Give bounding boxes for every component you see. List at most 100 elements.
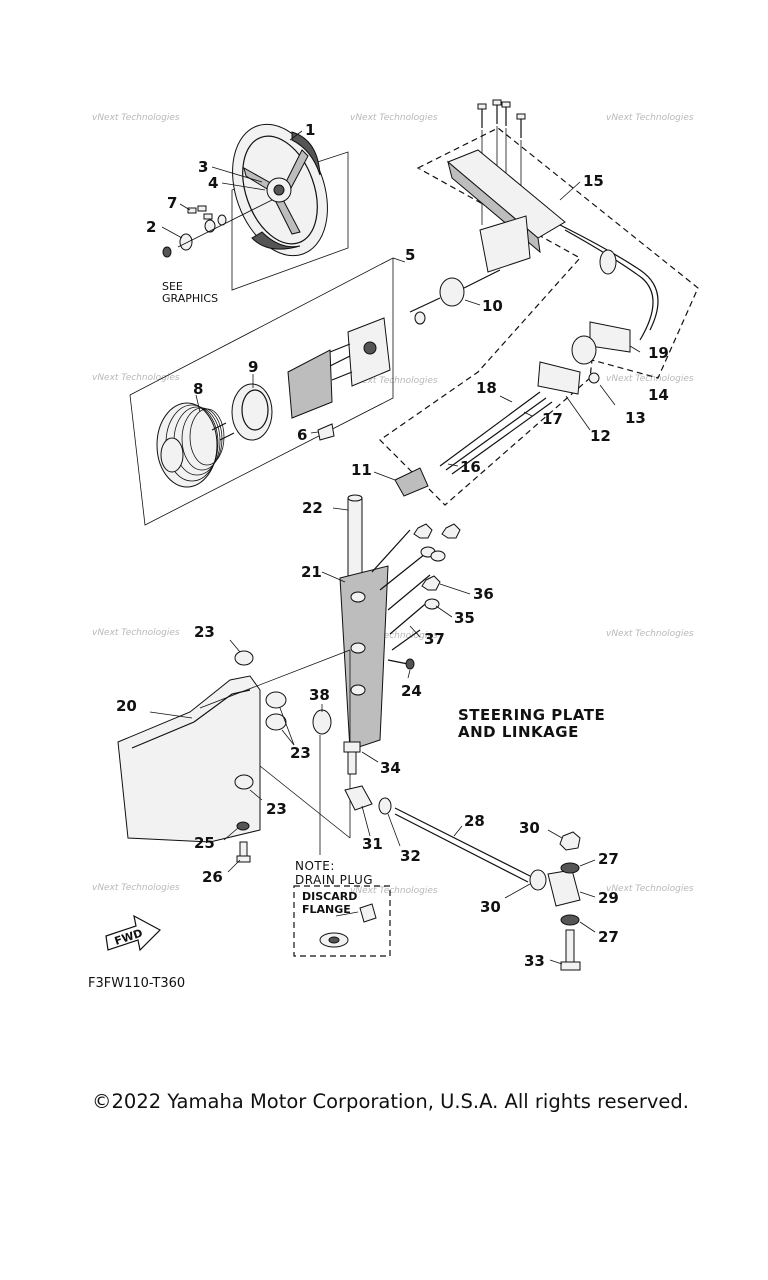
leader-line [579,859,596,867]
cap-part-23 [265,691,287,709]
leader-line [211,166,263,183]
washer-part-32 [378,797,392,815]
callout: 21 [301,563,322,581]
cable-rod [445,397,547,471]
callout: 15 [583,172,604,190]
callout: 8 [193,380,203,398]
fwd-arrow: FWD [105,914,161,952]
watermark: vNext Technologies [92,373,180,383]
flange-center [328,936,340,944]
callout: 19 [648,344,669,362]
leader-line [409,625,421,638]
leader-line [407,669,411,679]
helm-ring [231,383,273,441]
leader-line [259,765,351,839]
cable-end-part-11 [394,467,429,497]
watermarks: vNext Technologies vNext Technologies vN… [92,113,694,896]
figure-code: F3FW110-T360 [88,976,185,991]
callout: 12 [590,427,611,445]
drain-plug-icon [359,903,377,923]
link-part-31 [344,785,373,811]
callout: 16 [460,458,481,476]
bolt-part-33 [565,929,575,963]
bracket-hole [350,591,366,603]
watermark: vNext Technologies [350,886,438,896]
pin-end-24 [405,658,415,670]
discard-line1: DISCARD [302,890,357,903]
callout: 1 [305,121,315,139]
note-dashed-box [293,885,391,957]
watermark: vNext Technologies [92,113,180,123]
leader-line [523,411,533,417]
bolt-head-34 [343,741,361,753]
leader-line [199,649,351,709]
steering-helm-group [129,257,406,526]
callout: 33 [524,952,545,970]
harness-cable [559,224,659,331]
boot-part-12 [537,361,581,395]
callout: 23 [266,800,287,818]
callout: 22 [302,499,323,517]
leader-line [547,829,563,839]
callout: 2 [146,218,156,236]
nut-part-2 [179,233,193,251]
callout: 6 [297,426,307,444]
callout: 20 [116,697,137,715]
callout: 37 [424,630,445,648]
leader-line [599,384,616,406]
callout: 10 [482,297,503,315]
callout: 32 [400,847,421,865]
callout: 11 [351,461,372,479]
leader-line [565,395,591,431]
ball-joint-part-29 [547,869,581,907]
callout: 7 [167,194,177,212]
see-graphics-line1: SEE [162,280,183,293]
leader-line [229,639,241,653]
callout-numbers: 1 2 3 4 5 6 7 8 9 10 11 12 13 14 15 16 1… [116,121,669,970]
callout: 17 [542,410,563,428]
leader-line [332,507,349,511]
helm-panel-outline [129,257,394,526]
helm-shaft-collar [439,277,465,307]
copyright: ©2022 Yamaha Motor Corporation, U.S.A. A… [92,1090,689,1113]
boot-ring-19 [571,335,597,365]
washer-part-27 [560,862,580,874]
bolt [331,371,353,381]
helm-shaft [409,297,441,313]
bracket-hole [350,642,366,654]
drain-plug-note: NOTE: DRAIN PLUG DISCARD FLANGE [293,859,391,957]
pin-part-24 [387,659,409,665]
bolt-head-33 [560,961,581,971]
washers-part-35 [420,546,446,610]
callout: 31 [362,835,383,853]
watermark: vNext Technologies [350,376,438,386]
leader-line [579,891,596,898]
fwd-label: FWD [113,927,144,948]
bolt [329,355,351,367]
steering-wheel-grip [291,131,321,176]
screw [211,422,227,431]
leader-line [221,182,266,191]
leader-line [149,711,193,719]
callout: 30 [519,819,540,837]
callout: 18 [476,379,497,397]
cap-part-23 [234,774,254,790]
bolt-head-26 [236,855,251,863]
callout: 35 [454,609,475,627]
helm-plate-hole [363,341,377,355]
fwd-arrow-icon [105,914,161,952]
bolt [329,343,351,353]
helm-bezel-face [160,437,184,473]
watermark: vNext Technologies [606,374,694,384]
callout: 13 [625,409,646,427]
control-box-group [373,99,699,506]
callout: 5 [405,246,415,264]
leader-line [310,431,319,434]
screw [219,432,235,441]
callout: 28 [464,812,485,830]
steering-plate-part-20 [117,675,261,843]
watermark: vNext Technologies [92,628,180,638]
bracket-hole [350,684,366,696]
leader-line [499,395,513,403]
steering-wheel-grip [251,231,301,250]
